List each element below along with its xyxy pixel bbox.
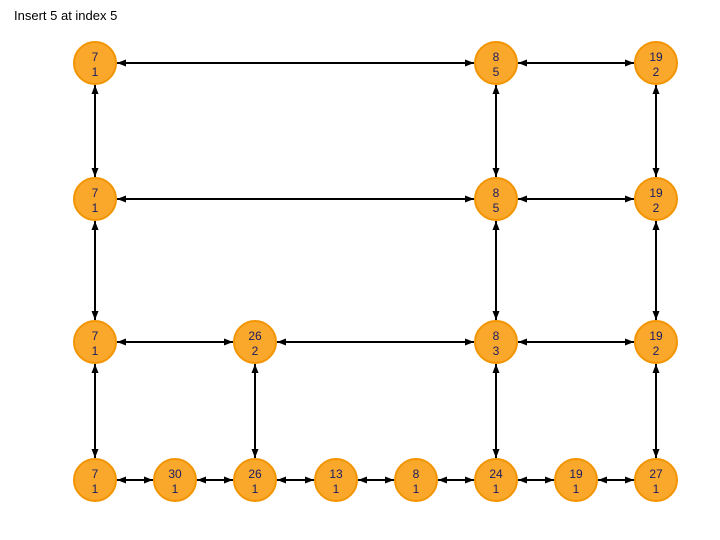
skiplist-node: 241 xyxy=(474,458,518,502)
node-width: 2 xyxy=(252,344,259,358)
node-width: 1 xyxy=(413,482,420,496)
skiplist-node: 85 xyxy=(474,41,518,85)
node-value: 8 xyxy=(413,467,420,481)
node-width: 1 xyxy=(92,344,99,358)
node-value: 7 xyxy=(92,50,99,64)
node-width: 2 xyxy=(653,344,660,358)
node-value: 7 xyxy=(92,329,99,343)
skiplist-node: 301 xyxy=(153,458,197,502)
node-width: 1 xyxy=(92,201,99,215)
node-width: 3 xyxy=(493,344,500,358)
node-value: 19 xyxy=(569,467,583,481)
node-value: 13 xyxy=(329,467,343,481)
node-value: 8 xyxy=(493,186,500,200)
skiplist-node: 81 xyxy=(394,458,438,502)
node-circle xyxy=(314,458,358,502)
node-width: 5 xyxy=(493,201,500,215)
node-circle xyxy=(554,458,598,502)
skiplist-node: 71 xyxy=(73,41,117,85)
node-width: 2 xyxy=(653,65,660,79)
skiplist-node: 271 xyxy=(634,458,678,502)
node-value: 19 xyxy=(649,329,663,343)
node-circle xyxy=(634,177,678,221)
node-width: 1 xyxy=(92,65,99,79)
skiplist-node: 71 xyxy=(73,177,117,221)
skiplist-node: 192 xyxy=(634,320,678,364)
skiplist-node: 191 xyxy=(554,458,598,502)
node-width: 1 xyxy=(653,482,660,496)
node-circle xyxy=(634,458,678,502)
node-width: 1 xyxy=(252,482,259,496)
node-circle xyxy=(153,458,197,502)
node-value: 8 xyxy=(493,329,500,343)
node-width: 2 xyxy=(653,201,660,215)
skiplist-node: 71 xyxy=(73,320,117,364)
node-circle xyxy=(73,177,117,221)
node-circle xyxy=(233,320,277,364)
node-circle xyxy=(634,320,678,364)
skiplist-node: 192 xyxy=(634,177,678,221)
node-value: 24 xyxy=(489,467,503,481)
skiplist-node: 85 xyxy=(474,177,518,221)
node-value: 7 xyxy=(92,186,99,200)
node-circle xyxy=(474,320,518,364)
skiplist-node: 71 xyxy=(73,458,117,502)
skiplist-node: 262 xyxy=(233,320,277,364)
node-circle xyxy=(73,320,117,364)
node-width: 1 xyxy=(573,482,580,496)
skiplist-node: 261 xyxy=(233,458,277,502)
node-width: 1 xyxy=(333,482,340,496)
node-circle xyxy=(73,458,117,502)
node-width: 5 xyxy=(493,65,500,79)
node-circle xyxy=(73,41,117,85)
node-width: 1 xyxy=(92,482,99,496)
node-value: 7 xyxy=(92,467,99,481)
node-width: 1 xyxy=(493,482,500,496)
node-value: 19 xyxy=(649,186,663,200)
node-circle xyxy=(634,41,678,85)
node-circle xyxy=(474,458,518,502)
skiplist-node: 131 xyxy=(314,458,358,502)
node-circle xyxy=(394,458,438,502)
node-circle xyxy=(233,458,277,502)
node-value: 30 xyxy=(168,467,182,481)
skiplist-node: 83 xyxy=(474,320,518,364)
node-value: 26 xyxy=(248,329,262,343)
node-circle xyxy=(474,41,518,85)
node-value: 19 xyxy=(649,50,663,64)
node-width: 1 xyxy=(172,482,179,496)
node-value: 26 xyxy=(248,467,262,481)
node-circle xyxy=(474,177,518,221)
node-value: 8 xyxy=(493,50,500,64)
page-title: Insert 5 at index 5 xyxy=(14,8,118,23)
node-value: 27 xyxy=(649,467,663,481)
skiplist-node: 192 xyxy=(634,41,678,85)
